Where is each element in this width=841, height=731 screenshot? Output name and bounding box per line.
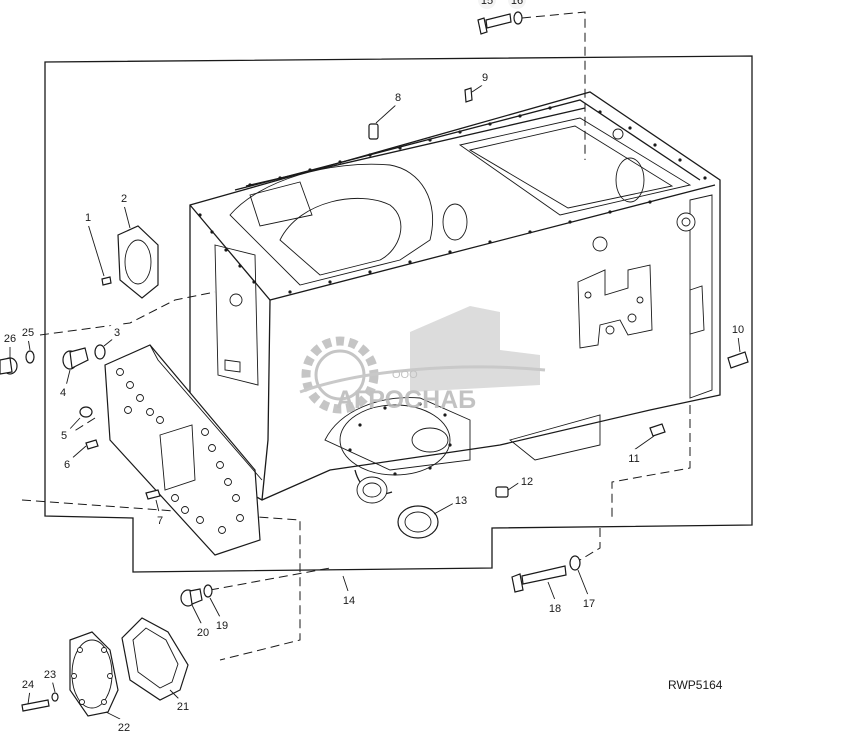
dowel-part-8: [368, 123, 379, 140]
callout-numbers: 1 2 3 4 5 6 7 8 9 10 11 12 13 14 15 16 1…: [1, 0, 747, 731]
washer-part-25: [25, 350, 35, 364]
callout-badge: [54, 383, 72, 401]
callout-12: 12: [521, 476, 533, 488]
callout-1: 1: [85, 212, 91, 224]
callout-21: 21: [177, 701, 189, 713]
seal-ring-part-13: [397, 505, 439, 539]
callout-badge: [476, 68, 494, 86]
callout-10: 10: [732, 324, 744, 336]
cover-plate-part-2: [117, 225, 159, 299]
tractor-logo-icon: [410, 306, 540, 392]
hardware-parts: [0, 11, 749, 717]
callout-badge: [340, 591, 358, 609]
callout-24: 24: [22, 679, 34, 691]
callout-badge: [478, 0, 496, 9]
callout-17: 17: [583, 598, 595, 610]
housing-bolt-holes: [198, 106, 707, 476]
callout-14: 14: [343, 595, 355, 607]
callout-badge: [452, 491, 470, 509]
callout-18: 18: [549, 603, 561, 615]
washer-part-17: [569, 555, 581, 571]
watermark-prefix: ООО: [392, 369, 418, 381]
callout-badge: [1, 329, 19, 347]
callout-badge: [518, 472, 536, 490]
callout-8: 8: [395, 92, 401, 104]
bushing-part-5: [79, 406, 93, 418]
callout-5: 5: [61, 430, 67, 442]
callout-badge: [580, 594, 598, 612]
callout-badge: [151, 511, 169, 529]
dowel-pin-part-7: [145, 489, 161, 500]
pin-part-10: [727, 351, 749, 369]
watermark: ООО АГРОСНАБ: [299, 306, 546, 414]
callout-badge: [108, 323, 126, 341]
bolt-part-18: [511, 565, 567, 593]
top-bolt-and-washer: [477, 11, 523, 35]
callout-badge: [508, 0, 526, 9]
callout-22: 22: [118, 722, 130, 731]
callout-badge: [79, 208, 97, 226]
plug-part-4: [62, 347, 89, 370]
callout-badge: [213, 616, 231, 634]
callout-3: 3: [114, 327, 120, 339]
callout-badge: [194, 623, 212, 641]
plug-part-20: [180, 588, 203, 607]
front-flange-plate: [104, 344, 263, 556]
washer-part-23: [51, 692, 59, 702]
callout-badge: [19, 323, 37, 341]
callout-25: 25: [22, 327, 34, 339]
callout-badge: [729, 320, 747, 338]
callout-9: 9: [482, 72, 488, 84]
callout-badge: [41, 665, 59, 683]
bolt-part-24: [21, 699, 50, 712]
drawing-code: RWP5164: [668, 678, 723, 692]
callout-11: 11: [628, 453, 639, 465]
callout-badge: [174, 697, 192, 715]
callout-2: 2: [121, 193, 127, 205]
callout-16: 16: [511, 0, 523, 7]
callout-badge: [115, 189, 133, 207]
dashed-leaders: [21, 11, 691, 661]
assembly-frame: [44, 55, 753, 573]
callout-26: 26: [4, 333, 16, 345]
screw-part-1: [101, 276, 112, 286]
callout-7: 7: [157, 515, 163, 527]
callout-23: 23: [44, 669, 56, 681]
callout-badge: [115, 718, 133, 731]
callout-6: 6: [64, 459, 70, 471]
o-ring-part-3: [94, 344, 106, 360]
gasket-part-21: [121, 617, 189, 701]
washer-part-19: [203, 584, 213, 598]
callout-4: 4: [60, 387, 66, 399]
callout-badge: [625, 449, 643, 467]
callout-13: 13: [455, 495, 467, 507]
callout-badge: [389, 88, 407, 106]
cover-part-22: [69, 631, 119, 717]
transmission-housing: [189, 91, 721, 504]
watermark-company: АГРОСНАБ: [336, 386, 476, 414]
stud-part-9: [464, 87, 473, 103]
dowel-pin-part-6: [85, 439, 99, 450]
callout-15: 15: [481, 0, 493, 7]
callout-badge: [58, 455, 76, 473]
callout-badge: [546, 599, 564, 617]
callout-badge: [19, 675, 37, 693]
callout-19: 19: [216, 620, 228, 632]
callout-20: 20: [197, 627, 209, 639]
fitting-part-26: [0, 357, 18, 375]
plug-part-12: [495, 486, 509, 498]
callout-badge: [55, 426, 73, 444]
pin-part-11: [649, 423, 666, 437]
